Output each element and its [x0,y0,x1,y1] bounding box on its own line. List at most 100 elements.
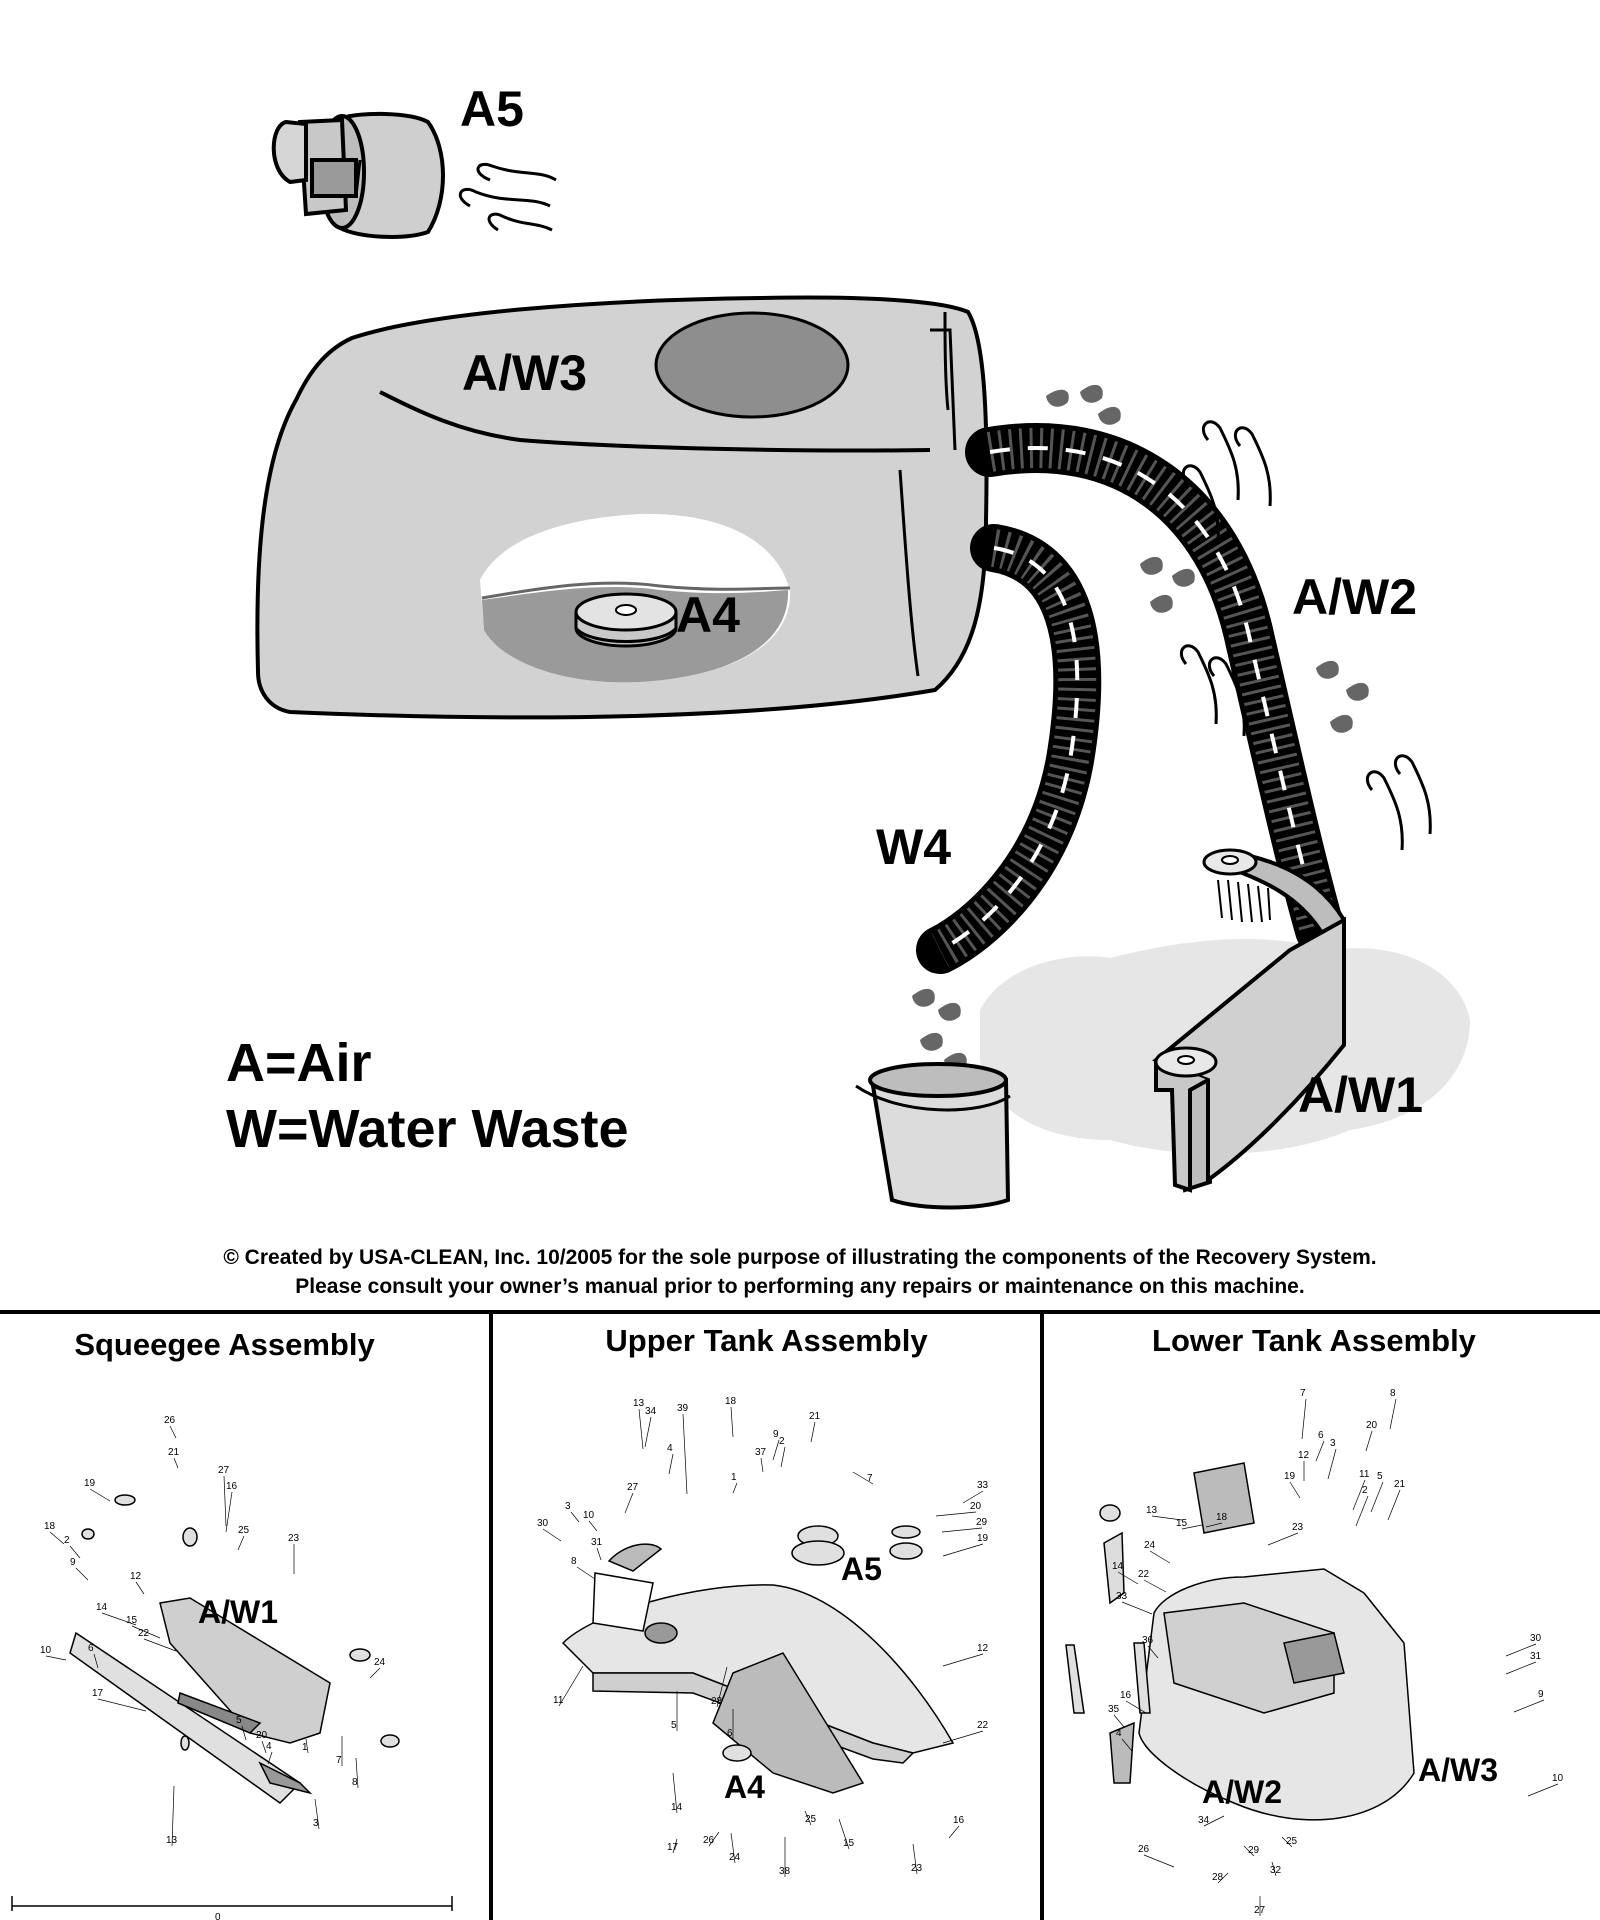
lower-tank-exploded-diagram: W4 A/W3 A/W2 786203121911521213151823242… [1065,1313,1564,1916]
part-number-label: 18 [44,1521,56,1532]
panel-title-squeegee: Squeegee Assembly [74,1327,375,1362]
leader-line [760,1457,764,1473]
leader-line [1389,1398,1397,1430]
part-number-label: 30 [537,1518,549,1529]
part-number-label: 26 [703,1835,715,1846]
part-number-label: 30 [1530,1633,1542,1644]
part-number-label: 25 [238,1525,250,1536]
part-number-label: 22 [1138,1569,1150,1580]
leader-line [1113,1714,1125,1728]
part-number-label: 28 [711,1696,723,1707]
part-number-label: 7 [867,1473,873,1484]
leader-line [668,1453,674,1475]
leader-line [173,1457,179,1469]
leader-line [638,1408,644,1450]
copyright-line-2: Please consult your owner’s manual prior… [295,1275,1305,1298]
leader-line [1505,1643,1537,1657]
legend: A=Air W=Water Waste [226,1030,629,1162]
leader-line [962,1490,984,1504]
leader-line [542,1528,562,1542]
leader-line [305,1738,309,1754]
leader-line [730,1406,734,1438]
part-number-label: 16 [953,1815,965,1826]
leader-line [935,1511,977,1517]
recovery-system-illustration: A5 A/W3 A4 A/W2 W4 A/W1 [255,81,1470,1210]
part-number-label: 29 [976,1517,988,1528]
part-number-label: 19 [1284,1471,1296,1482]
leader-line [1149,1550,1171,1564]
leader-line [570,1511,580,1523]
leader-line [780,1446,786,1468]
float-valve-icon [574,592,678,648]
leader-line [1527,1783,1559,1797]
leader-line [223,1475,227,1527]
part-number-label: 11 [553,1695,564,1706]
part-number-label: 8 [571,1556,577,1567]
panel-callout-w4: W4 [1274,1313,1322,1320]
leader-line [1315,1440,1325,1462]
waste-drain-hose [916,524,1102,974]
part-number-label: 20 [256,1730,268,1741]
leader-line [732,1482,738,1494]
part-number-label: 19 [977,1533,989,1544]
callout-aw1: A/W1 [1298,1067,1423,1123]
part-number-label: 5 [671,1720,677,1731]
leader-line [1387,1489,1401,1521]
part-number-label: 23 [288,1533,300,1544]
leader-line [75,1567,89,1581]
leader-line [355,1757,359,1789]
part-number-label: 37 [755,1447,767,1458]
leader-line [772,1439,780,1461]
part-number-label: 18 [725,1396,737,1407]
part-number-label: 32 [1270,1865,1282,1876]
part-number-label: 39 [677,1403,689,1414]
part-number-label: 15 [843,1838,855,1849]
callout-aw3: A/W3 [462,345,587,401]
part-number-label: 3 [1330,1438,1336,1449]
part-number-label: 16 [1120,1690,1132,1701]
part-number-label: 21 [1394,1479,1406,1490]
part-number-label: 9 [773,1429,779,1440]
leader-line [1289,1481,1301,1499]
leader-line [1121,1738,1133,1752]
leader-line [672,1838,678,1854]
part-number-label: 17 [92,1688,104,1699]
leader-line [1147,1645,1159,1659]
leader-line [69,1545,81,1559]
part-number-label: 7 [336,1755,342,1766]
leader-line [369,1667,381,1679]
part-number-label: 34 [1198,1815,1210,1826]
panel-callout-aw2: A/W2 [1202,1774,1282,1810]
part-number-label: 14 [96,1602,108,1613]
part-number-label: 4 [266,1741,272,1752]
leader-line [804,1810,812,1826]
part-number-label: 12 [130,1571,142,1582]
part-number-label: 34 [645,1406,657,1417]
leader-line [1365,1430,1373,1452]
leader-line [241,1725,247,1741]
part-number-label: 12 [977,1643,989,1654]
air-flow-swirl-icon [1179,420,1432,851]
part-number-label: 24 [729,1852,741,1863]
part-number-label: 26 [1138,1844,1150,1855]
leader-line [1151,1515,1183,1521]
panel-divider-1 [489,1310,493,1920]
tank-lid-opening [654,311,850,419]
leader-line [1513,1699,1545,1713]
part-number-label: 10 [583,1510,595,1521]
recovery-tank [255,295,989,720]
leader-line [1217,1872,1229,1884]
part-number-label: 20 [1366,1420,1378,1431]
part-number-label: 14 [1112,1561,1124,1572]
panel-divider-2 [1040,1310,1044,1920]
panel-title-lower: Lower Tank Assembly [1152,1323,1476,1358]
callout-a4: A4 [676,587,740,643]
leader-line [1281,1836,1293,1848]
leader-line [135,1581,145,1595]
part-number-label: 21 [168,1447,180,1458]
part-number-label: 19 [84,1478,96,1489]
leader-line [1243,1845,1255,1857]
leader-line [942,1543,984,1557]
part-number-label: 23 [911,1863,923,1874]
